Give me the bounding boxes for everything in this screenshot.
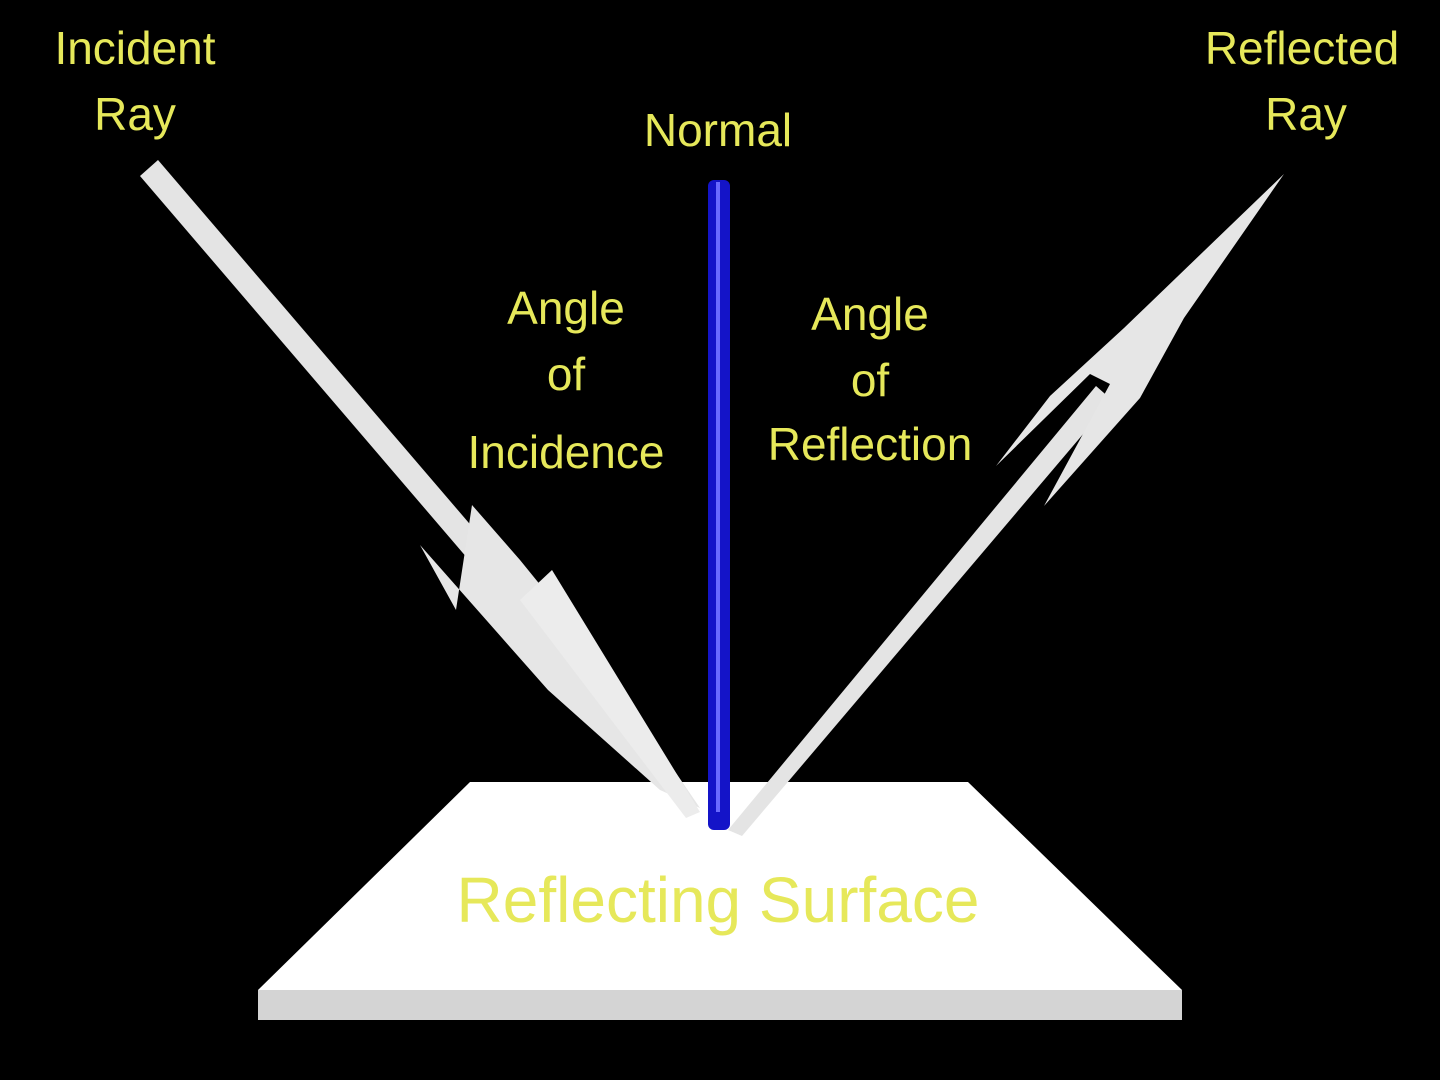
normal-label: Normal bbox=[644, 104, 792, 156]
angle-of-incidence-line1: Angle bbox=[507, 282, 625, 334]
reflected-ray-arrow bbox=[728, 174, 1284, 836]
normal-line bbox=[708, 180, 730, 830]
incident-ray-arrow bbox=[140, 160, 700, 818]
reflected-ray-shaft bbox=[728, 386, 1112, 836]
surface-top bbox=[258, 782, 1182, 990]
reflecting-surface bbox=[258, 782, 1182, 1020]
angle-of-reflection-line3: Reflection bbox=[768, 418, 973, 470]
incident-ray-shaft bbox=[140, 160, 540, 622]
reflected-ray-label-line1: Reflected bbox=[1205, 22, 1399, 74]
reflected-ray-label-line2: Ray bbox=[1265, 88, 1347, 140]
angle-of-reflection-line2: of bbox=[851, 354, 890, 406]
angle-of-incidence-line2: of bbox=[547, 348, 586, 400]
incident-ray-label: Incident Ray bbox=[54, 22, 215, 140]
incident-ray-label-line1: Incident bbox=[54, 22, 215, 74]
normal-line-highlight bbox=[716, 182, 720, 812]
angle-of-reflection-label: Angle of Reflection bbox=[768, 288, 973, 470]
incident-ray-tip bbox=[520, 570, 700, 818]
surface-front-edge bbox=[258, 990, 1182, 1020]
angle-of-reflection-line1: Angle bbox=[811, 288, 929, 340]
incident-ray-label-line2: Ray bbox=[94, 88, 176, 140]
angle-of-incidence-label: Angle of Incidence bbox=[468, 282, 665, 478]
reflected-ray-head bbox=[996, 174, 1284, 506]
angle-of-incidence-line3: Incidence bbox=[468, 426, 665, 478]
reflecting-surface-label: Reflecting Surface bbox=[457, 864, 980, 936]
reflected-ray-label: Reflected Ray bbox=[1205, 22, 1399, 140]
